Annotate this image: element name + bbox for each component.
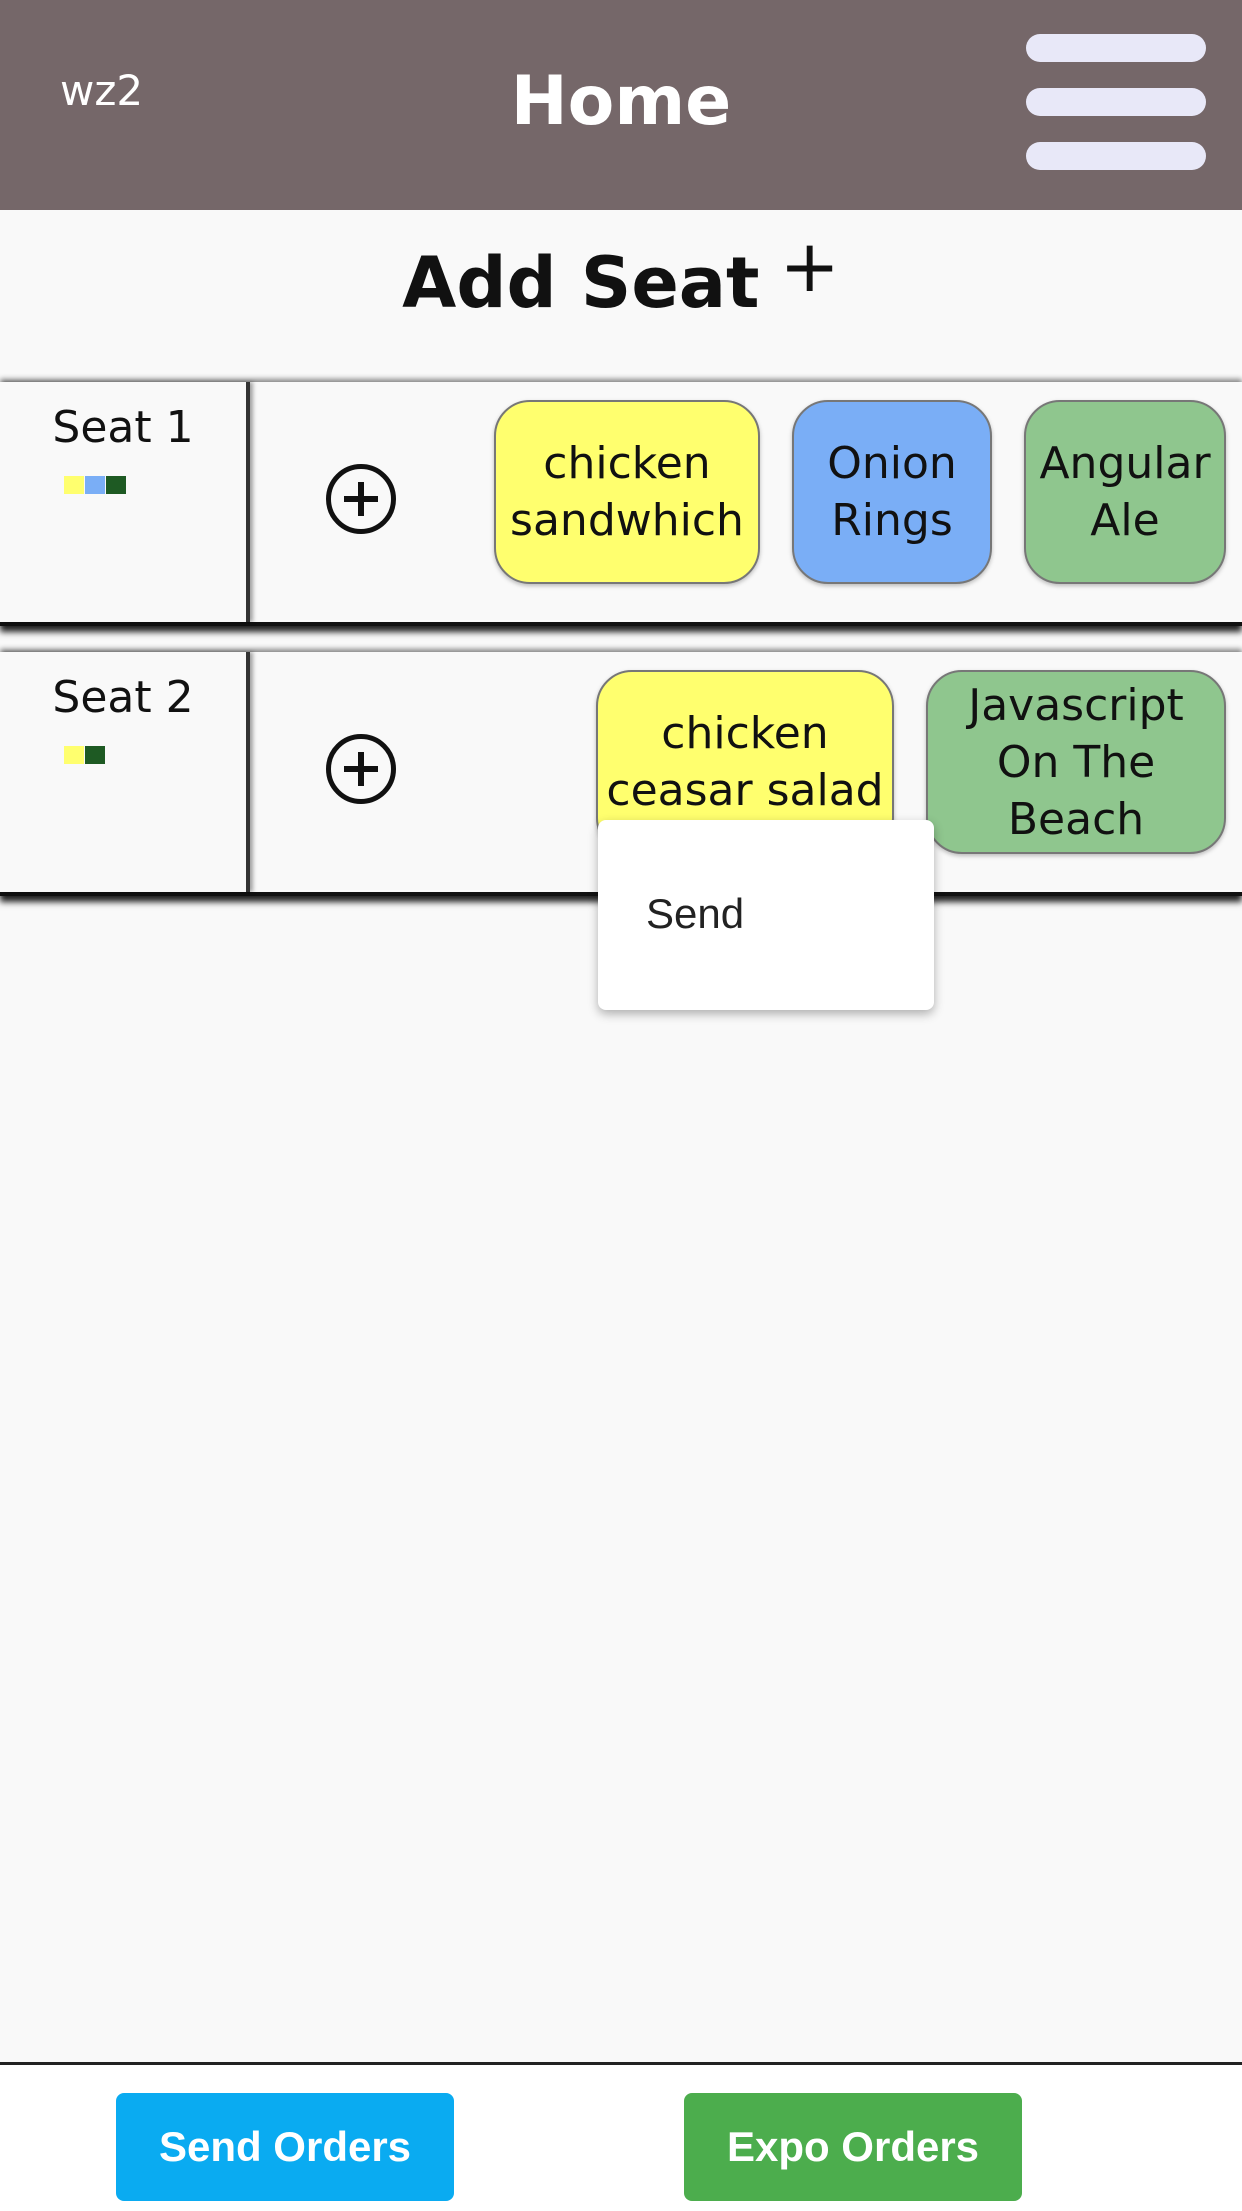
bottom-action-bar: Send Orders Expo Orders xyxy=(0,2062,1242,2211)
hamburger-menu-icon[interactable] xyxy=(1024,34,1206,174)
seat-color-swatches xyxy=(64,476,127,494)
swatch xyxy=(64,476,84,494)
seat-label-cell: Seat 1 xyxy=(0,382,250,622)
seat-name: Seat 1 xyxy=(52,402,194,453)
menu-bar-top xyxy=(1026,34,1206,62)
page-title: Home xyxy=(510,62,732,141)
add-item-circle-plus-icon[interactable] xyxy=(326,734,396,804)
add-seat-button[interactable]: Add Seat+ xyxy=(0,224,1242,324)
send-orders-button[interactable]: Send Orders xyxy=(116,2093,454,2201)
swatch xyxy=(85,476,105,494)
swatch xyxy=(85,746,105,764)
swatch xyxy=(106,476,126,494)
menu-bar-bottom xyxy=(1026,142,1206,170)
menu-bar-middle xyxy=(1026,88,1206,116)
plus-icon: + xyxy=(779,224,840,308)
top-app-bar: wz2 Home xyxy=(0,0,1242,210)
seat-name: Seat 2 xyxy=(52,672,194,723)
user-label: wz2 xyxy=(60,66,144,115)
context-menu-send[interactable]: Send xyxy=(646,890,745,937)
add-item-circle-plus-icon[interactable] xyxy=(326,464,396,534)
item-context-menu: Send xyxy=(598,820,934,1010)
seat-label-cell: Seat 2 xyxy=(0,652,250,892)
add-seat-label: Add Seat xyxy=(402,242,760,324)
swatch xyxy=(64,746,84,764)
seat-color-swatches xyxy=(64,746,106,764)
expo-orders-button[interactable]: Expo Orders xyxy=(684,2093,1022,2201)
